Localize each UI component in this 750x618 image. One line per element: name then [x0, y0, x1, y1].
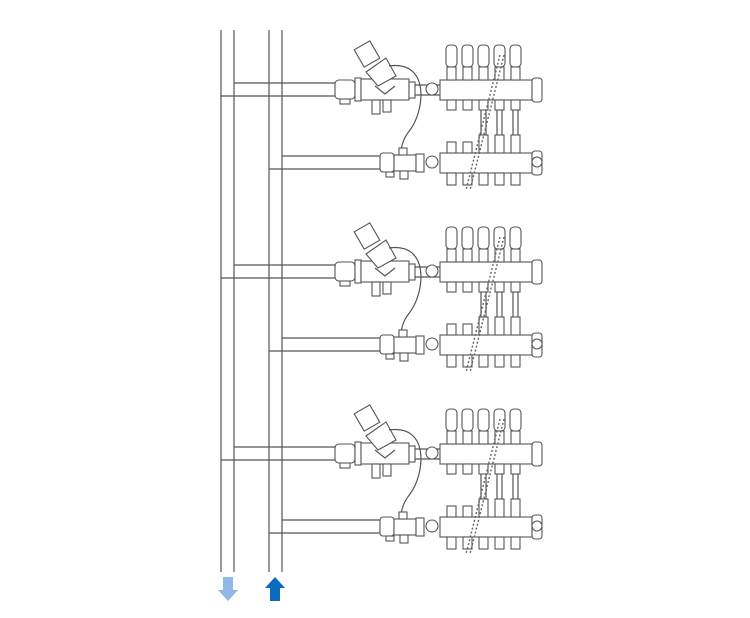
flow-meter-icon	[494, 316, 505, 336]
section-break-line	[465, 54, 501, 191]
return-manifold	[439, 516, 533, 538]
manifold-circuit	[445, 408, 458, 550]
section-break-line	[469, 236, 505, 373]
supply-branch-pipe	[221, 446, 335, 461]
manifold-circuit	[477, 408, 490, 550]
ball-valve	[334, 259, 362, 287]
supply-flow-arrow-icon	[218, 577, 238, 601]
thermometer-icon	[425, 446, 439, 460]
return-branch-pipe	[269, 155, 382, 170]
pressure-control-valve	[353, 222, 440, 297]
ball-valve	[334, 77, 362, 105]
manifold-circuit	[445, 44, 458, 186]
actuator-icon	[509, 44, 522, 68]
flow-meter-icon	[478, 134, 489, 154]
flow-meter-icon	[510, 498, 521, 518]
manifold-end-cap	[531, 441, 543, 467]
actuator-icon	[445, 44, 458, 68]
actuator-icon	[509, 408, 522, 432]
manifold-circuit	[461, 226, 474, 368]
manifold-circuit	[477, 226, 490, 368]
return-manifold	[439, 334, 533, 356]
return-valve	[379, 329, 425, 362]
manifold-circuit	[509, 44, 522, 186]
section-break-line	[469, 418, 505, 555]
thermometer-icon	[425, 519, 439, 533]
return-branch-pipe	[269, 337, 382, 352]
manifold-circuit	[477, 44, 490, 186]
flow-meter-icon	[494, 134, 505, 154]
air-vent-icon	[531, 156, 543, 168]
manifold-circuit	[461, 44, 474, 186]
actuator-icon	[445, 408, 458, 432]
ball-valve	[334, 441, 362, 469]
manifold-end-cap	[531, 259, 543, 285]
return-valve	[379, 511, 425, 544]
thermometer-icon	[425, 82, 439, 96]
floor-level-1	[221, 40, 543, 191]
floor-level-2	[221, 222, 543, 373]
thermometer-icon	[425, 337, 439, 351]
actuator-icon	[509, 226, 522, 250]
manifold-circuit	[445, 226, 458, 368]
floor-level-3	[221, 404, 543, 555]
return-branch-pipe	[269, 519, 382, 534]
thermometer-icon	[425, 264, 439, 278]
section-break-line	[469, 54, 505, 191]
return-riser	[268, 30, 283, 572]
air-vent-icon	[531, 338, 543, 350]
return-manifold	[439, 152, 533, 174]
pressure-control-valve	[353, 40, 440, 115]
supply-manifold	[439, 443, 533, 465]
actuator-icon	[461, 226, 474, 250]
supply-manifold	[439, 79, 533, 101]
actuator-icon	[445, 226, 458, 250]
supply-branch-pipe	[221, 264, 335, 279]
actuator-icon	[477, 408, 490, 432]
manifold-circuit	[509, 226, 522, 368]
manifold-circuit	[461, 408, 474, 550]
supply-riser	[220, 30, 235, 572]
section-break-line	[465, 418, 501, 555]
actuator-icon	[477, 226, 490, 250]
section-break-line	[465, 236, 501, 373]
thermometer-icon	[425, 155, 439, 169]
flow-meter-icon	[478, 498, 489, 518]
return-flow-arrow-icon	[265, 577, 285, 601]
flow-meter-icon	[510, 316, 521, 336]
air-vent-icon	[531, 520, 543, 532]
actuator-icon	[461, 44, 474, 68]
actuator-icon	[477, 44, 490, 68]
flow-meter-icon	[510, 134, 521, 154]
manifold-circuit	[509, 408, 522, 550]
manifold-circuit	[493, 408, 506, 550]
return-valve	[379, 147, 425, 180]
supply-branch-pipe	[221, 82, 335, 97]
manifold-end-cap	[531, 77, 543, 103]
flow-meter-icon	[478, 316, 489, 336]
actuator-icon	[461, 408, 474, 432]
supply-manifold	[439, 261, 533, 283]
flow-meter-icon	[494, 498, 505, 518]
pressure-control-valve	[353, 404, 440, 479]
